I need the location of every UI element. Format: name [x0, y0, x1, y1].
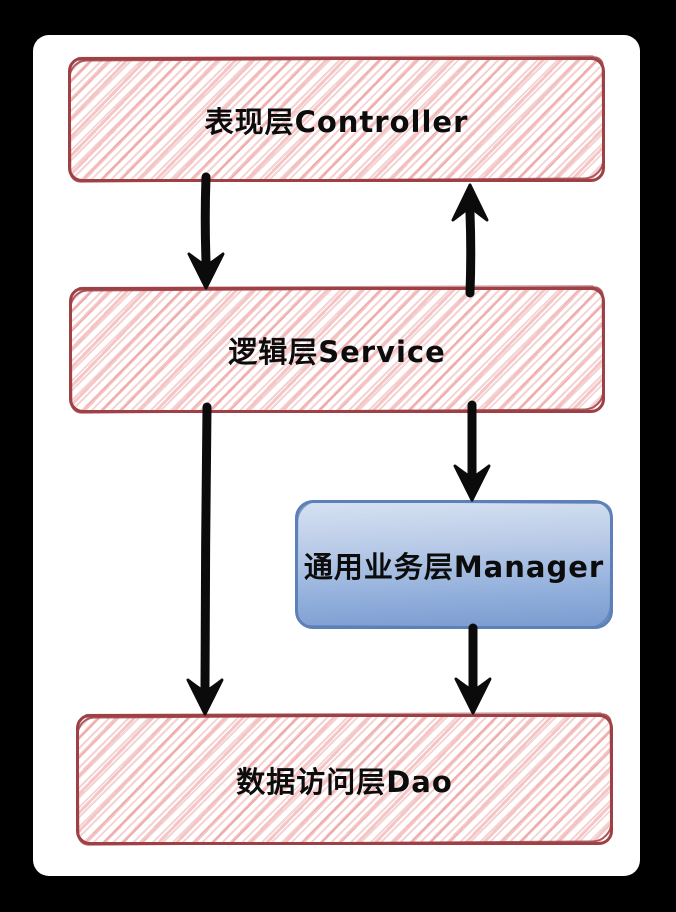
node-controller-label: 表现层Controller — [204, 104, 469, 139]
node-controller: 表现层Controller — [68, 57, 605, 182]
node-dao: 数据访问层Dao — [76, 714, 613, 845]
node-manager: 通用业务层Manager — [295, 500, 613, 629]
node-service: 逻辑层Service — [69, 287, 605, 413]
node-manager-label: 通用业务层Manager — [303, 549, 605, 584]
node-dao-label: 数据访问层Dao — [236, 764, 453, 799]
node-service-label: 逻辑层Service — [228, 335, 446, 369]
